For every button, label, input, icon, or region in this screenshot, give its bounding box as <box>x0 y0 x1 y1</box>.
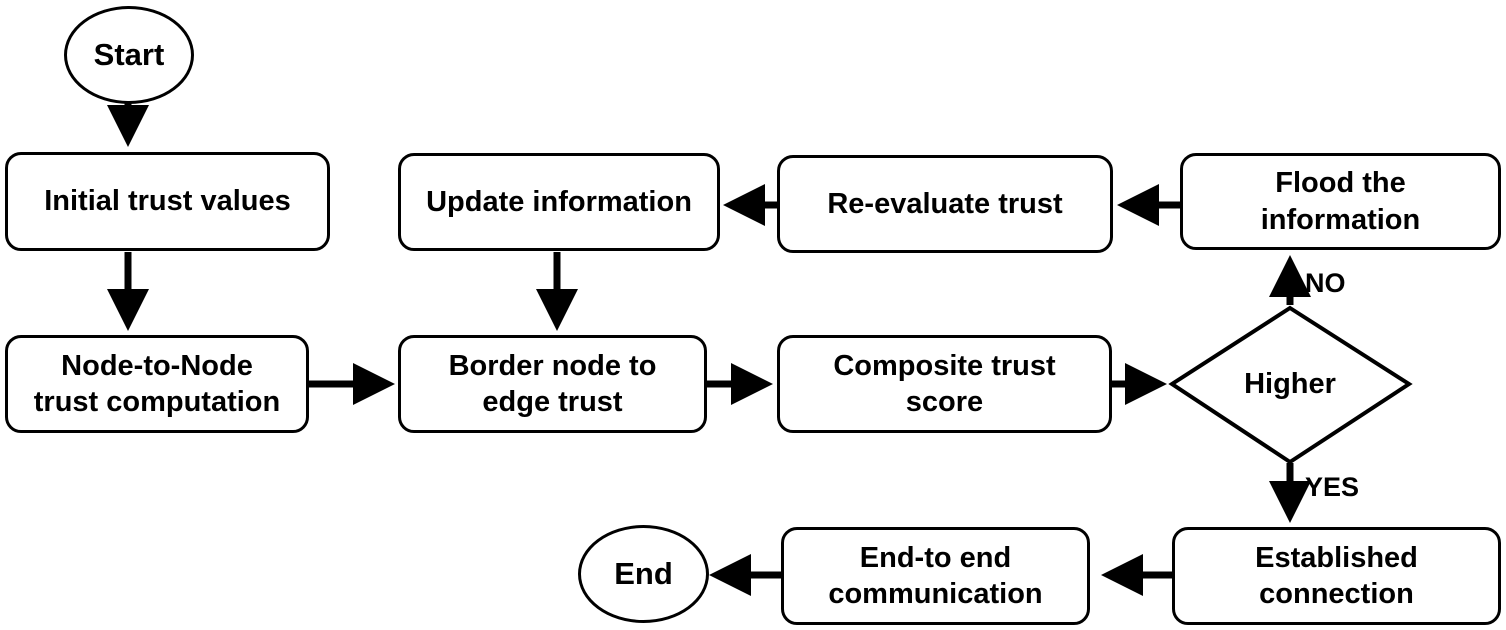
branch-yes-label: YES <box>1305 472 1360 502</box>
established-connection-label: Established connection <box>1255 541 1418 610</box>
branch-no-label: NO <box>1305 268 1346 298</box>
border-node-label: Border node to edge trust <box>448 349 657 418</box>
end-to-end-box: End-to end communication <box>781 527 1090 625</box>
decision-node: Higher <box>1200 352 1380 416</box>
decision-diamond <box>1168 305 1413 465</box>
composite-trust-label: Composite trust score <box>833 349 1056 418</box>
reevaluate-trust-label: Re-evaluate trust <box>827 187 1063 220</box>
end-terminal: End <box>578 525 709 623</box>
node-to-node-label: Node-to-Node trust computation <box>33 349 281 418</box>
start-terminal: Start <box>64 6 194 104</box>
established-connection-box: Established connection <box>1172 527 1501 625</box>
initial-trust-label: Initial trust values <box>44 185 291 218</box>
reevaluate-trust-box: Re-evaluate trust <box>777 155 1113 253</box>
start-label: Start <box>93 37 165 72</box>
update-information-box: Update information <box>398 153 720 251</box>
end-to-end-label: End-to end communication <box>828 541 1043 610</box>
initial-trust-box: Initial trust values <box>5 152 330 251</box>
flood-information-label: Flood the information <box>1260 167 1421 236</box>
node-to-node-box: Node-to-Node trust computation <box>5 335 309 433</box>
composite-trust-box: Composite trust score <box>777 335 1112 433</box>
decision-label: Higher <box>1244 367 1336 400</box>
update-information-label: Update information <box>426 185 692 218</box>
border-node-box: Border node to edge trust <box>398 335 707 433</box>
end-label: End <box>614 556 673 591</box>
flood-information-box: Flood the information <box>1180 153 1501 250</box>
